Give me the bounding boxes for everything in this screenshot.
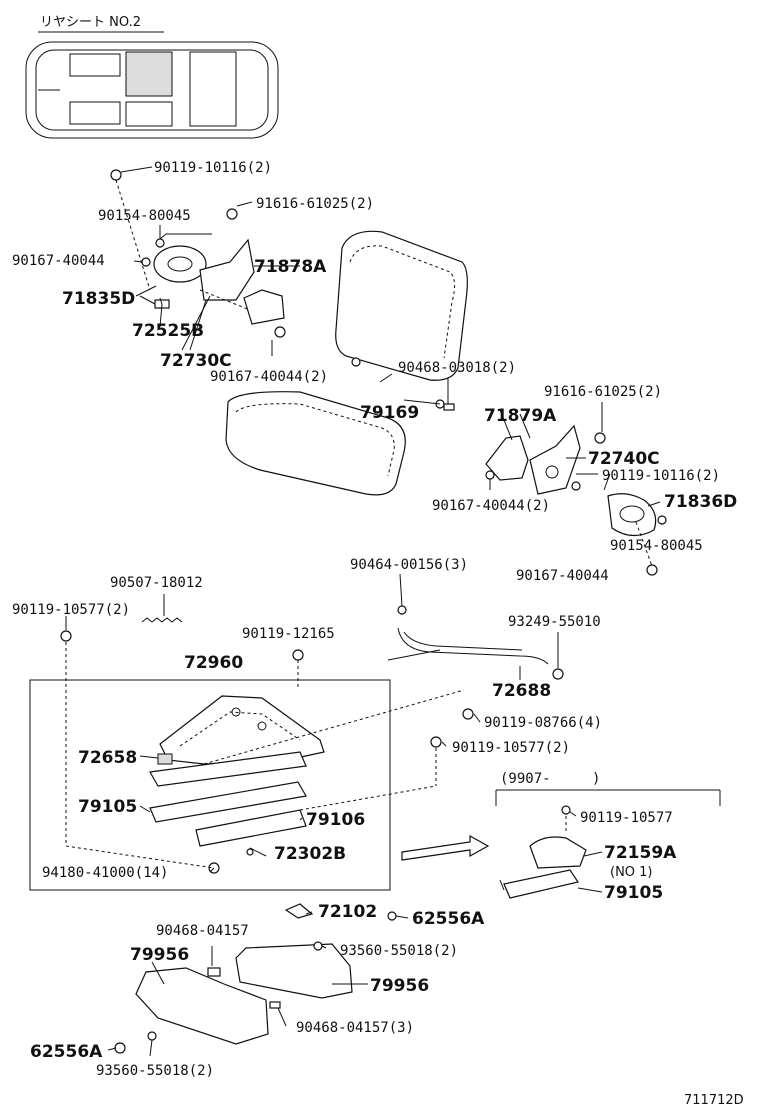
diagram-title: リヤシート NO.2 [40, 15, 141, 30]
callout-90119-12165: 90119-12165 [242, 626, 335, 642]
callout-labels: 90119-10116(2) 90154-80045 91616-61025(2… [12, 160, 737, 1079]
callout-90167-40044-left: 90167-40044 [12, 253, 105, 269]
callout-91616-61025-upper: 91616-61025(2) [256, 196, 374, 212]
callout-93249-55010: 93249-55010 [508, 614, 601, 630]
inset-arrow [401, 834, 490, 861]
callout-90167-40044-2-left: 90167-40044(2) [210, 369, 328, 385]
callout-72159A: 72159A [604, 843, 677, 863]
recliner-hinge-right-group [485, 402, 667, 576]
diagram-id-label: 711712D [684, 1093, 744, 1108]
callout-90119-08766: 90119-08766(4) [484, 715, 602, 731]
callout-90468-04157-3: 90468-04157(3) [296, 1020, 414, 1036]
callout-90507-18012: 90507-18012 [110, 575, 203, 591]
callout-71879A: 71879A [484, 406, 557, 426]
release-cable-assembly [387, 605, 564, 680]
callout-94180-41000: 94180-41000(14) [42, 865, 168, 881]
callout-90154-80045-upper: 90154-80045 [98, 208, 191, 224]
seat-support-rod [351, 357, 455, 411]
callout-90464-00156: 90464-00156(3) [350, 557, 468, 573]
callout-90119-10577-inset: 90119-10577 [580, 810, 673, 826]
callout-90167-40044-2-right: 90167-40044(2) [432, 498, 550, 514]
callout-90154-80045-right: 90154-80045 [610, 538, 703, 554]
callout-90167-40044-right: 90167-40044 [516, 568, 609, 584]
callout-79105-inset: 79105 [604, 883, 663, 903]
seat-back [335, 230, 468, 381]
spring-and-bolts [60, 594, 304, 846]
callout-71836D: 71836D [664, 492, 737, 512]
leader-lines [65, 233, 661, 1051]
callout-72740C: 72740C [588, 449, 660, 469]
seat-adjuster-frame [65, 689, 474, 874]
callout-62556A-lower: 62556A [30, 1042, 103, 1062]
callout-72658: 72658 [78, 748, 137, 768]
callout-79169: 79169 [360, 403, 419, 423]
recliner-hinge-left-group [110, 166, 286, 356]
callout-90119-10577-2-left: 90119-10577(2) [12, 602, 130, 618]
callout-71878A: 71878A [254, 257, 327, 277]
inset-parts [499, 805, 587, 899]
callout-79956-left: 79956 [130, 945, 189, 965]
callout-93560-55018-lower: 93560-55018(2) [96, 1063, 214, 1079]
vehicle-seat-layout-sketch [25, 41, 279, 139]
callout-90119-10116-right: 90119-10116(2) [602, 468, 720, 484]
callout-72688: 72688 [492, 681, 551, 701]
callout-72730C: 72730C [160, 351, 232, 371]
callout-79956-right: 79956 [370, 976, 429, 996]
callout-62556A-upper: 62556A [412, 909, 485, 929]
inset-date-range-open: (9907- [500, 771, 551, 787]
seat-cushion [225, 391, 406, 496]
callout-91616-61025-right: 91616-61025(2) [544, 384, 662, 400]
callout-79106: 79106 [306, 810, 365, 830]
inset-date-range-close: ) [592, 771, 600, 787]
callout-no1-note: (NO 1) [610, 865, 653, 880]
callout-90119-10577-2-right: 90119-10577(2) [452, 740, 570, 756]
callout-90119-10116-upper: 90119-10116(2) [154, 160, 272, 176]
callout-72302B: 72302B [274, 844, 346, 864]
callout-79105-frame: 79105 [78, 797, 137, 817]
callout-90468-04157: 90468-04157 [156, 923, 249, 939]
seat-frame-detail-box [29, 679, 391, 891]
callout-72960: 72960 [184, 653, 243, 673]
callout-71835D: 71835D [62, 289, 135, 309]
callout-72102: 72102 [318, 902, 377, 922]
lower-seat-covers [114, 903, 397, 1057]
inset-bracket [495, 789, 721, 806]
callout-93560-55018-upper: 93560-55018(2) [340, 943, 458, 959]
callout-72525B: 72525B [132, 321, 204, 341]
callout-90468-03018: 90468-03018(2) [398, 360, 516, 376]
